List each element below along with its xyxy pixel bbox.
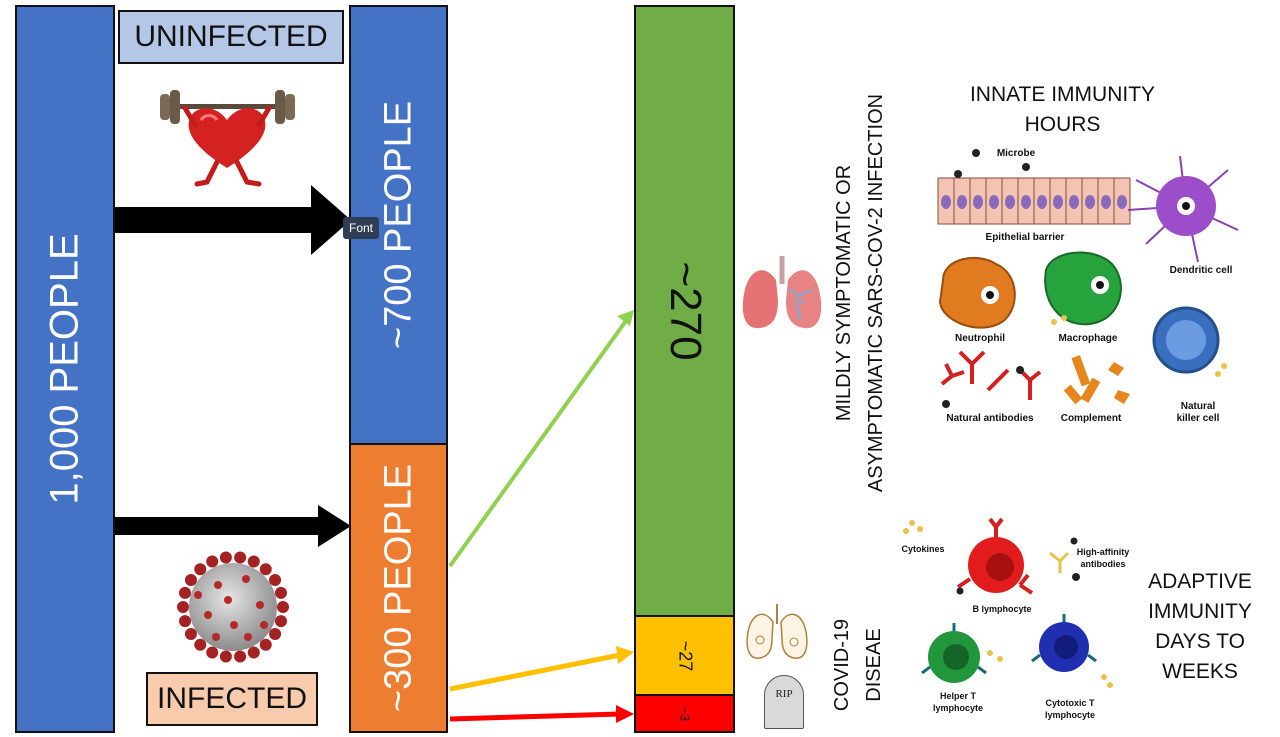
infected-label: INFECTED	[146, 672, 318, 726]
cytotoxic-t-line1: Cytotoxic T	[1045, 698, 1095, 708]
covid-disease-line1: COVID-19	[831, 618, 853, 712]
natural-antibodies-label: Natural antibodies	[946, 413, 1034, 424]
death-3-label: ~3	[677, 706, 692, 721]
cytotoxic-t-line2: lymphocyte	[1044, 710, 1095, 720]
arrow-to-uninfected	[115, 185, 351, 255]
innate-line2: HOURS	[1024, 113, 1101, 136]
b-lymphocyte-label: B lymphocyte	[972, 604, 1032, 614]
infected-300-bar: ~300 PEOPLE	[349, 443, 448, 733]
helper-t-line1: Helper T	[939, 691, 976, 701]
innate-line1: INNATE IMMUNITY	[969, 83, 1156, 106]
adaptive-immunity-illustration	[903, 517, 1113, 688]
nk-cell-label: Natural killer cell	[1158, 401, 1238, 425]
nk-cell-line1: Natural	[1180, 401, 1216, 412]
tombstone-text: RIP	[775, 688, 793, 700]
death-3-bar: ~3	[634, 694, 735, 733]
font-tooltip[interactable]: Font	[343, 217, 380, 239]
adaptive-immunity-heading: ADAPTIVE IMMUNITY DAYS TO WEEKS	[1120, 567, 1280, 687]
cytokines-label: Cytokines	[901, 544, 945, 554]
adaptive-line1: ADAPTIVE	[1148, 570, 1252, 593]
cytotoxic-t-label: Cytotoxic T lymphocyte	[1030, 697, 1110, 721]
disease-27-bar: ~27	[634, 615, 735, 696]
lungs-icon	[742, 256, 822, 329]
covid-disease-line2: DISEAE	[863, 628, 885, 702]
helper-t-label: Helper T lymphocyte	[918, 690, 998, 714]
tombstone-icon: RIP	[764, 675, 804, 729]
adaptive-line3: DAYS TO	[1155, 630, 1245, 653]
nk-cell-line2: killer cell	[1176, 413, 1220, 424]
damaged-lungs-icon	[746, 604, 808, 659]
innate-immunity-illustration	[937, 149, 1239, 408]
mild-270-label: ~270	[660, 261, 710, 361]
mild-270-bar: ~270	[634, 5, 735, 617]
total-population-bar: 1,000 PEOPLE	[15, 5, 115, 733]
disease-27-label: ~27	[675, 640, 695, 671]
adaptive-line4: WEEKS	[1162, 660, 1238, 683]
high-affinity-line2: antibodies	[1080, 559, 1126, 569]
mild-outcome-line1: MILDLY SYMPTOMATIC OR	[833, 164, 855, 422]
adaptive-line2: IMMUNITY	[1148, 600, 1252, 623]
complement-label: Complement	[1060, 413, 1122, 424]
high-affinity-antibodies-label: High-affinity antibodies	[1068, 546, 1138, 570]
mild-outcome-label: MILDLY SYMPTOMATIC OR ASYMPTOMATIC SARS-…	[828, 93, 892, 493]
arrow-to-infected	[115, 505, 351, 547]
macrophage-label: Macrophage	[1058, 333, 1118, 344]
epithelial-barrier-label: Epithelial barrier	[985, 232, 1065, 243]
dendritic-cell-label: Dendritic cell	[1169, 265, 1233, 276]
covid-disease-label: COVID-19 DISEAE	[826, 610, 890, 720]
uninfected-label: UNINFECTED	[118, 10, 344, 64]
coronavirus-icon	[177, 551, 289, 663]
microbe-label: Microbe	[996, 148, 1036, 159]
innate-immunity-heading: INNATE IMMUNITY HOURS	[940, 80, 1185, 140]
mild-outcome-line2: ASYMPTOMATIC SARS-COV-2 INFECTION	[865, 93, 887, 493]
healthy-heart-icon	[160, 90, 295, 187]
helper-t-line2: lymphocyte	[932, 703, 983, 713]
neutrophil-label: Neutrophil	[955, 333, 1005, 344]
high-affinity-line1: High-affinity	[1076, 547, 1130, 557]
